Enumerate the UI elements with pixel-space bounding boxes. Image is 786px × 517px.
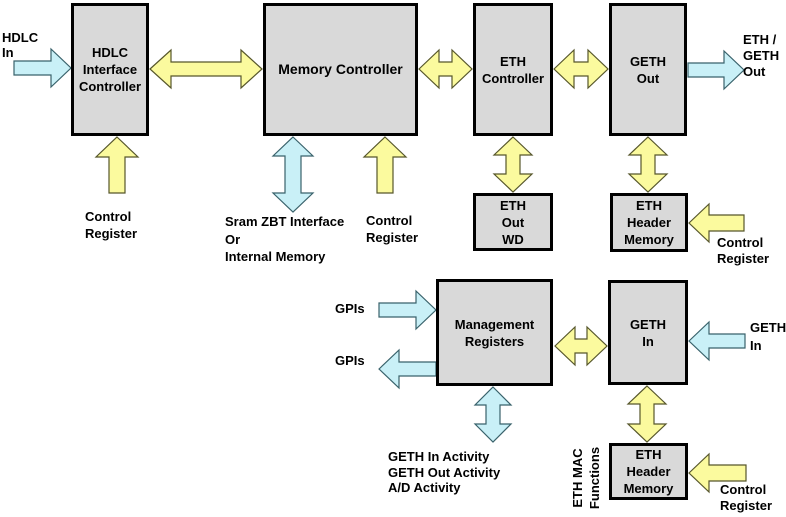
- gethin-header-bottom-bidir-arrow-icon: [626, 385, 668, 443]
- hdlc-interface-controller-block: HDLC Interface Controller: [71, 3, 149, 136]
- header-bottom-control-left-arrow-icon: [688, 452, 747, 494]
- gpis-in-label: GPIs: [335, 301, 365, 316]
- geth-out-arrow-icon: [687, 49, 745, 91]
- management-gethin-bidir-arrow-icon: [554, 325, 608, 367]
- gpis-out-arrow-icon: [378, 348, 437, 390]
- hdlc-memory-bidir-arrow-icon: [149, 48, 263, 90]
- geth-in-right-label: GETH In: [750, 320, 786, 353]
- control-register-memory-label: Control Register: [366, 213, 419, 245]
- management-registers-block: Management Registers: [436, 279, 553, 386]
- eth-header-memory-bottom-block: ETH Header Memory: [609, 443, 688, 500]
- eth-header-memory-top-block: ETH Header Memory: [610, 193, 688, 252]
- eth-wd-bidir-arrow-icon: [492, 136, 534, 193]
- eth-mac-functions-label: ETH MAC Functions: [570, 446, 602, 510]
- gpis-out-label: GPIs: [335, 353, 365, 368]
- control-register-hdlc-label: Control Register: [85, 209, 138, 241]
- header-top-control-left-arrow-icon: [688, 202, 745, 244]
- memory-eth-bidir-arrow-icon: [418, 48, 473, 90]
- hdlc-in-label: HDLC In: [2, 30, 39, 60]
- sram-bidir-arrow-icon: [271, 136, 315, 213]
- geth-out-block: GETH Out: [609, 3, 687, 136]
- hdlc-control-register-up-arrow-icon: [94, 136, 140, 194]
- control-register-eth-header-top-label: Control Register: [717, 235, 770, 266]
- eth-geth-bidir-arrow-icon: [553, 48, 609, 90]
- geth-in-block: GETH In: [608, 280, 688, 385]
- activity-bidir-arrow-icon: [473, 386, 513, 443]
- eth-controller-block: ETH Controller: [473, 3, 553, 136]
- sram-zbt-label: Sram ZBT Interface Or Internal Memory: [225, 214, 345, 264]
- geth-header-top-bidir-arrow-icon: [627, 136, 669, 193]
- eth-out-wd-block: ETH Out WD: [473, 193, 553, 251]
- control-register-eth-header-bottom-label: Control Register: [720, 482, 773, 513]
- memory-controller-block: Memory Controller: [263, 3, 418, 136]
- geth-in-arrow-icon: [688, 320, 746, 362]
- activity-label: GETH In Activity GETH Out Activity A/D A…: [388, 449, 501, 495]
- eth-geth-out-label: ETH / GETH Out: [743, 32, 780, 79]
- memory-control-register-up-arrow-icon: [362, 136, 408, 194]
- hdlc-in-arrow-icon: [13, 47, 72, 89]
- gpis-in-arrow-icon: [378, 289, 437, 331]
